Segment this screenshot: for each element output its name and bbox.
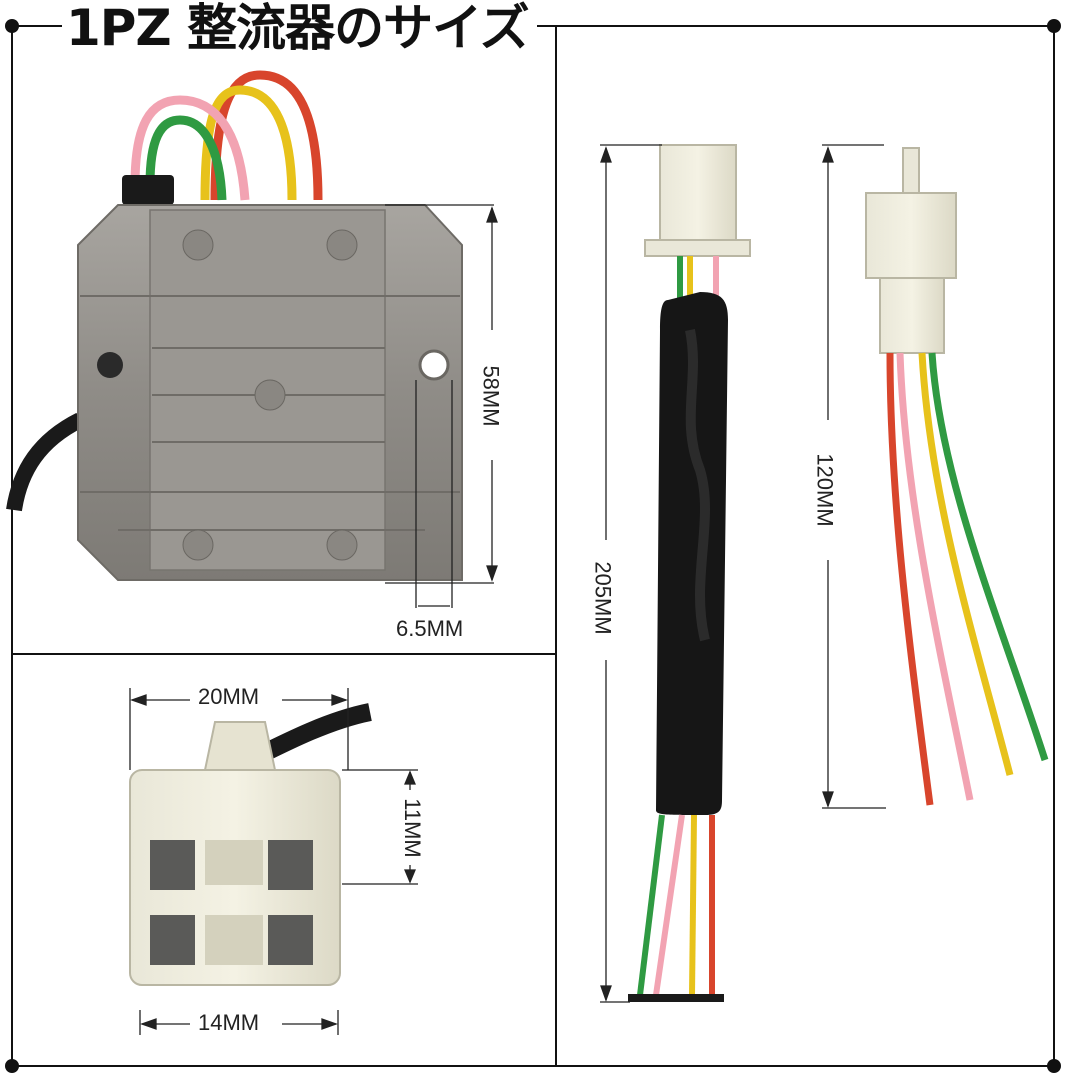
dimension-label-6-5mm: 6.5MM [396, 616, 464, 642]
harness-dimension-lines [600, 144, 662, 1003]
frame [11, 25, 1055, 1067]
connector-dimension-lines [129, 688, 418, 1035]
wire-green [145, 115, 227, 201]
dimension-label-205mm: 205MM [589, 561, 616, 635]
dimension-label-14mm: 14MM [198, 1010, 260, 1036]
regulator-dimension-lines [385, 204, 498, 608]
dimension-label-58mm: 58MM [477, 365, 504, 427]
dimension-label-20mm: 20MM [198, 684, 260, 710]
frame-corner-dots [5, 19, 1061, 1073]
harness-image [628, 144, 751, 1002]
dimension-label-120mm: 120MM [811, 453, 838, 527]
regulator-image [6, 70, 463, 581]
dimension-label-11mm: 11MM [398, 798, 425, 858]
lead-dimension-lines [822, 144, 886, 809]
connector-image [129, 703, 372, 986]
page-title: 1PZ 整流器のサイズ [62, 0, 537, 60]
wire-red [210, 70, 323, 201]
lead-connector-image [865, 147, 1049, 806]
wire-pink [130, 95, 250, 201]
